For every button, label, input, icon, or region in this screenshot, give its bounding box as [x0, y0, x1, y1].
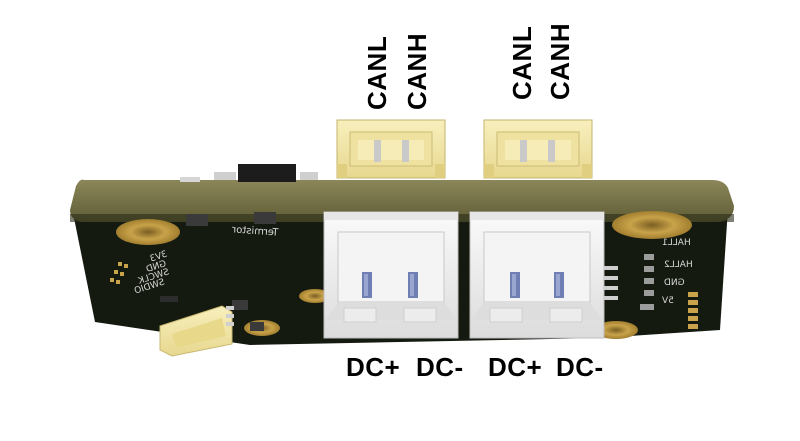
- power-connector-1: [323, 211, 459, 339]
- label-canl-1: CANL: [362, 35, 392, 110]
- label-canl-2: CANL: [507, 25, 537, 100]
- swd-connector: [159, 305, 234, 357]
- label-canh-1: CANH: [402, 32, 432, 110]
- pcb-edge: [70, 179, 734, 222]
- silk-5v: 5V: [662, 296, 674, 306]
- label-canh-2: CANH: [545, 22, 575, 100]
- label-dc-minus-1: DC-: [416, 352, 464, 382]
- header-pins-right: [688, 292, 698, 329]
- label-dc-minus-2: DC-: [556, 352, 604, 382]
- can-connector-2: [483, 119, 593, 179]
- mount-pad-bottom-right: [594, 321, 638, 339]
- label-dc-plus-2: DC+: [488, 352, 543, 382]
- silk-hall1: HALL1: [662, 238, 691, 248]
- top-component: [238, 164, 296, 182]
- power-connector-2: [469, 211, 605, 339]
- can-connector-1: [336, 119, 446, 179]
- mount-pad-bottom-mid: [299, 289, 331, 303]
- header-pins-left: [110, 262, 128, 284]
- mount-pad-right: [612, 211, 692, 239]
- mount-pad-left: [116, 219, 180, 245]
- silk-gnd-right: GND: [664, 278, 685, 288]
- label-dc-plus-1: DC+: [346, 352, 401, 382]
- silk-hall2: HALL2: [664, 260, 693, 270]
